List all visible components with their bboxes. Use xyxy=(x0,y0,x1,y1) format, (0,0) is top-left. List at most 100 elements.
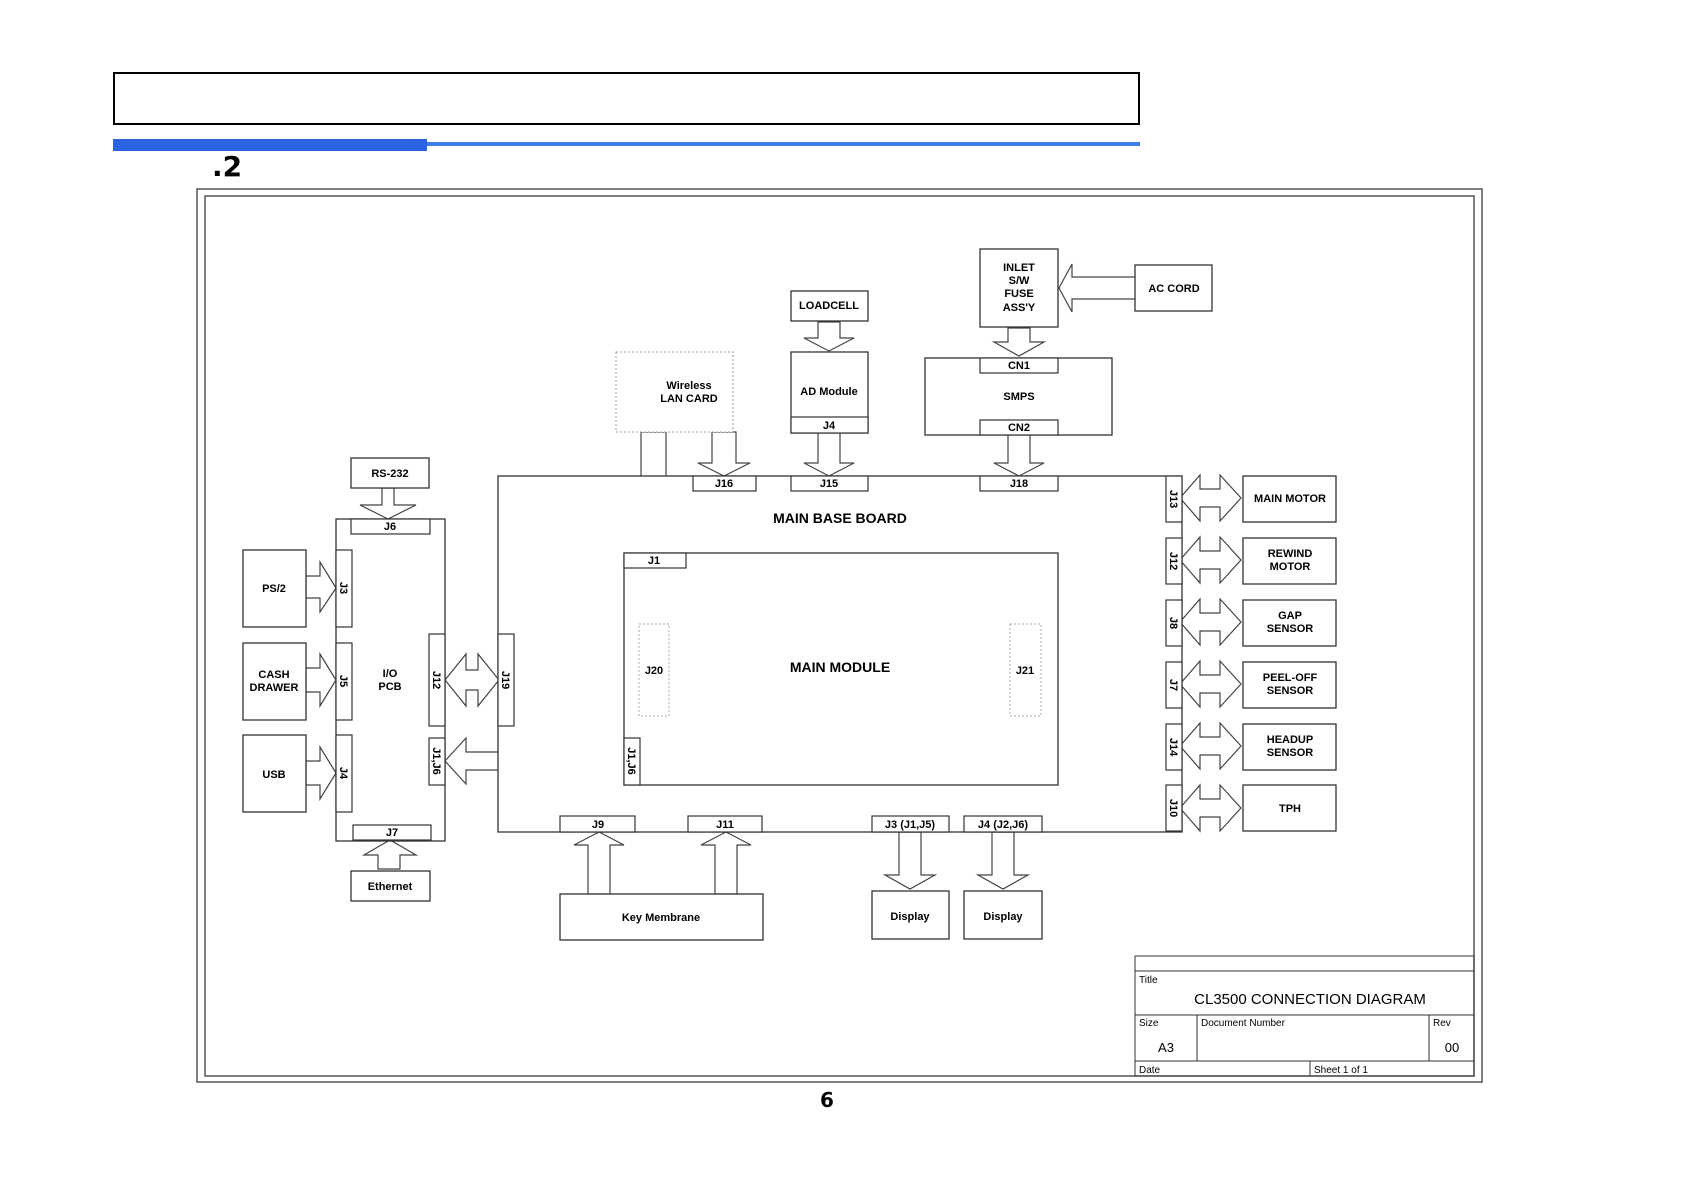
display-label-1: Display xyxy=(890,911,930,923)
connector-j15 xyxy=(790,475,869,492)
loadcell-label: LOADCELL xyxy=(799,300,859,312)
title-block-size-label: Size xyxy=(1139,1018,1159,1029)
connector-j1-mm-label: J1 xyxy=(648,555,660,567)
connector-j1j6-io xyxy=(428,737,446,786)
connector-cn2-label: CN2 xyxy=(1008,422,1030,434)
connector-j7-io xyxy=(352,824,432,841)
cash-drawer-label-2: DRAWER xyxy=(250,682,299,694)
tph-box xyxy=(1242,784,1337,832)
title-block-rev: 00 xyxy=(1445,1040,1459,1055)
inlet-label-3: FUSE xyxy=(1004,288,1033,300)
arrow-j14-headup xyxy=(1179,721,1242,771)
io-pcb-label-1: I/O xyxy=(383,668,398,680)
arrow-ps2-j3 xyxy=(305,559,337,614)
display-label-2: Display xyxy=(983,911,1023,923)
arrow-j8-gap xyxy=(1179,597,1242,647)
arrow-ad-j15 xyxy=(803,431,855,477)
connector-j13 xyxy=(1165,475,1183,523)
connector-j4-ad xyxy=(790,416,869,434)
key-membrane-box xyxy=(559,893,764,941)
arrow-wireless-j16 xyxy=(697,431,751,477)
connector-j4-ad-label: J4 xyxy=(823,420,836,432)
peel-off-label-1: PEEL-OFF xyxy=(1263,672,1318,684)
main-module xyxy=(623,552,1059,786)
connector-j8 xyxy=(1165,599,1183,647)
wireless-lan-box xyxy=(615,351,734,433)
connector-j15-label: J15 xyxy=(820,478,838,490)
gap-sensor-label-2: SENSOR xyxy=(1267,623,1314,635)
connector-j12-mb xyxy=(1165,537,1183,585)
title-block-size: A3 xyxy=(1158,1040,1174,1055)
arrow-j7-peel xyxy=(1179,659,1242,709)
connector-j18 xyxy=(979,475,1059,492)
connector-j1j6-io-label: J1,J6 xyxy=(430,747,442,775)
connector-j10 xyxy=(1165,784,1183,832)
connector-j3-io xyxy=(335,549,353,628)
io-pcb-label-2: PCB xyxy=(378,681,401,693)
gap-sensor-label-1: GAP xyxy=(1278,610,1302,622)
main-module-label: MAIN MODULE xyxy=(790,659,890,675)
connector-j14 xyxy=(1165,723,1183,771)
header-box xyxy=(113,72,1140,125)
main-motor-box xyxy=(1242,475,1337,523)
rs232-box xyxy=(350,457,430,489)
io-pcb xyxy=(335,518,446,842)
display-box-1 xyxy=(871,890,950,940)
connector-j10-label: J10 xyxy=(1167,799,1179,817)
connector-j4-io xyxy=(335,734,353,813)
connector-j3-disp xyxy=(871,815,950,833)
page-number: 6 xyxy=(820,1088,834,1112)
tph-label: TPH xyxy=(1279,803,1301,815)
connector-j7-io-label: J7 xyxy=(386,827,398,839)
connector-j7-mb-label: J7 xyxy=(1167,679,1179,691)
arrow-cn2-j18 xyxy=(993,433,1045,477)
arrow-j12-rewind xyxy=(1179,535,1242,585)
title-block-rev-label: Rev xyxy=(1433,1018,1451,1029)
arrow-j3-display xyxy=(882,831,938,890)
connector-j7-mb xyxy=(1165,661,1183,709)
arrow-key-j9 xyxy=(573,831,625,895)
header-rule-thick xyxy=(113,139,427,151)
connector-j1-mm xyxy=(623,552,687,569)
connector-j16 xyxy=(692,475,757,492)
gap-sensor-box xyxy=(1242,599,1337,647)
connector-j19 xyxy=(497,633,515,727)
j21-area xyxy=(1009,623,1042,717)
wireless-label-1: Wireless xyxy=(666,380,711,392)
connector-j20-label: J20 xyxy=(645,665,663,677)
title-block-docnum-label: Document Number xyxy=(1201,1018,1286,1029)
connector-j14-label: J14 xyxy=(1167,738,1179,757)
ps2-label: PS/2 xyxy=(262,583,286,595)
arrow-rs232-j6 xyxy=(359,487,417,520)
title-block-title: CL3500 CONNECTION DIAGRAM xyxy=(1194,991,1426,1008)
connector-j3-io-label: J3 xyxy=(337,582,349,594)
inlet-label-1: INLET xyxy=(1003,262,1035,274)
connector-cn1-label: CN1 xyxy=(1008,360,1030,372)
connector-j12-io xyxy=(428,633,446,727)
loadcell-box xyxy=(790,290,869,322)
rewind-motor-label-1: REWIND xyxy=(1268,548,1313,560)
inlet-label-2: S/W xyxy=(1009,275,1030,287)
ethernet-box xyxy=(350,870,431,902)
connector-cn2 xyxy=(979,419,1059,436)
ac-cord-label: AC CORD xyxy=(1148,283,1199,295)
arrow-key-j11 xyxy=(700,831,752,895)
connector-j11-label: J11 xyxy=(716,819,734,831)
j20-area xyxy=(638,623,670,717)
arrow-cash-j5 xyxy=(305,651,337,709)
title-block xyxy=(1134,955,1475,1077)
section-number: .2 xyxy=(212,150,243,183)
connector-j4-disp-label: J4 (J2,J6) xyxy=(978,819,1028,831)
connector-j12-mb-label: J12 xyxy=(1167,552,1179,570)
usb-box xyxy=(242,734,307,813)
connector-j5-io xyxy=(335,642,353,721)
connector-j19-label: J19 xyxy=(499,671,511,689)
title-block-title-label: Title xyxy=(1139,975,1158,986)
sheet-frame-inner xyxy=(204,195,1475,1077)
main-base-board-label: MAIN BASE BOARD xyxy=(773,510,907,526)
headup-label-1: HEADUP xyxy=(1267,734,1313,746)
cash-drawer-box xyxy=(242,642,307,721)
ps2-box xyxy=(242,549,307,628)
connector-j3-disp-label: J3 (J1,J5) xyxy=(885,819,935,831)
connector-j13-label: J13 xyxy=(1167,490,1179,508)
